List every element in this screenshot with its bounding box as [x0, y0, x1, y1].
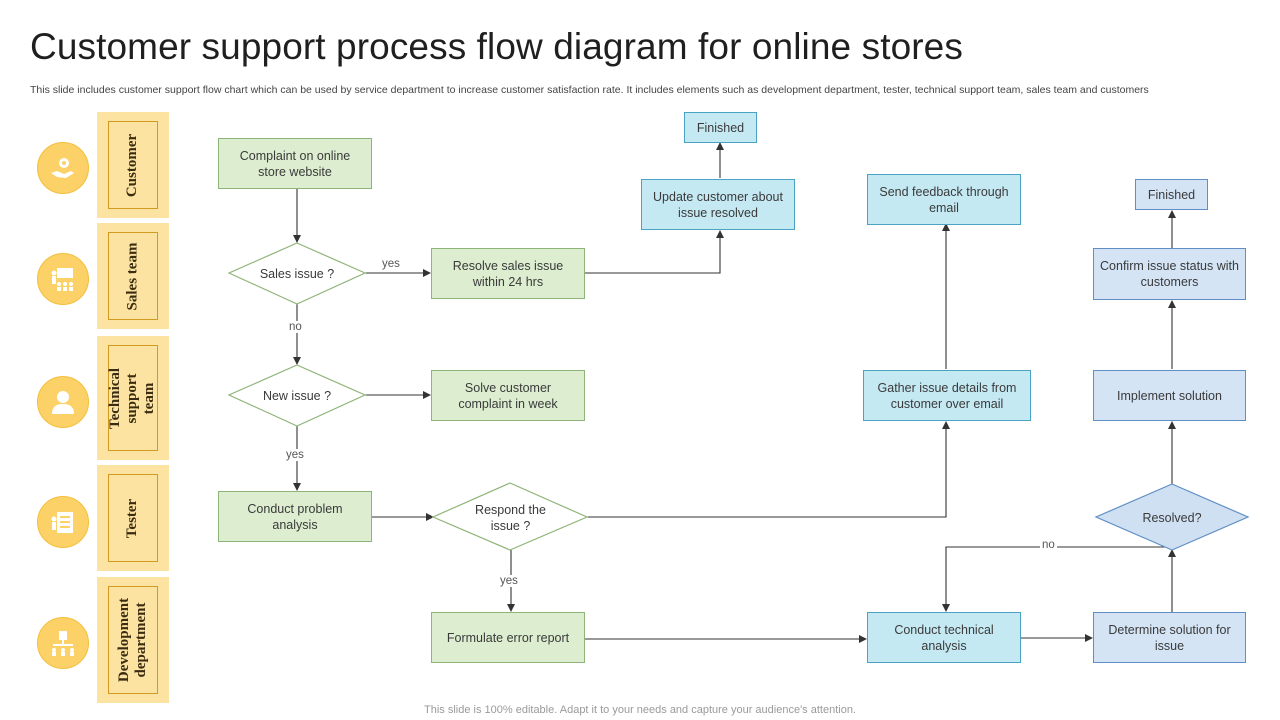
- send-feedback-box: Send feedback through email: [867, 174, 1021, 225]
- respond-issue-diamond: [431, 482, 589, 551]
- determine-solution-box: Determine solution for issue: [1093, 612, 1246, 663]
- confirm-status-box: Confirm issue status with customers: [1093, 248, 1246, 300]
- formulate-report-box: Formulate error report: [431, 612, 585, 663]
- solve-complaint-box: Solve customer complaint in week: [431, 370, 585, 421]
- conduct-technical-box: Conduct technical analysis: [867, 612, 1021, 663]
- finished-box-1: Finished: [684, 112, 757, 143]
- implement-solution-box: Implement solution: [1093, 370, 1246, 421]
- resolved-diamond: [1094, 483, 1250, 551]
- resolve-sales-box: Resolve sales issue within 24 hrs: [431, 248, 585, 299]
- sales-issue-diamond: [227, 242, 367, 305]
- new-issue-label: New issue ?: [262, 389, 332, 403]
- page-subtitle: This slide includes customer support flo…: [30, 84, 1149, 96]
- resolved-label: Resolved?: [1142, 511, 1202, 525]
- edge-label-yes-sales: yes: [380, 258, 402, 270]
- gather-details-box: Gather issue details from customer over …: [863, 370, 1031, 421]
- edge-label-no-sales: no: [287, 321, 304, 333]
- finished-box-2: Finished: [1135, 179, 1208, 210]
- update-customer-box: Update customer about issue resolved: [641, 179, 795, 230]
- sales-presentation-icon: [37, 253, 89, 305]
- customer-hand-gear-icon: [37, 142, 89, 194]
- conduct-problem-box: Conduct problem analysis: [218, 491, 372, 542]
- tester-clipboard-icon: [37, 496, 89, 548]
- edge-label-no-resolved: no: [1040, 539, 1057, 551]
- edge-label-yes-newissue: yes: [284, 449, 306, 461]
- lane-customer: Customer: [97, 112, 169, 218]
- new-issue-diamond: [227, 364, 367, 427]
- edge-resolve-to-update: [585, 230, 724, 274]
- complaint-box: Complaint on online store website: [218, 138, 372, 189]
- lane-development: Development department: [97, 577, 169, 703]
- edge-respond-to-gather: [587, 421, 950, 518]
- lane-technical-support: Technical support team: [97, 336, 169, 460]
- lane-sales-team: Sales team: [97, 223, 169, 329]
- page-title: Customer support process flow diagram fo…: [30, 26, 963, 67]
- support-person-icon: [37, 376, 89, 428]
- footer-note: This slide is 100% editable. Adapt it to…: [424, 704, 856, 716]
- respond-issue-label: Respond the issue ?: [475, 503, 546, 533]
- lane-tester: Tester: [97, 465, 169, 571]
- edge-resolved-no: [942, 546, 1172, 612]
- organization-hierarchy-icon: [37, 617, 89, 669]
- sales-issue-label: Sales issue ?: [259, 267, 335, 281]
- edge-label-yes-respond: yes: [498, 575, 520, 587]
